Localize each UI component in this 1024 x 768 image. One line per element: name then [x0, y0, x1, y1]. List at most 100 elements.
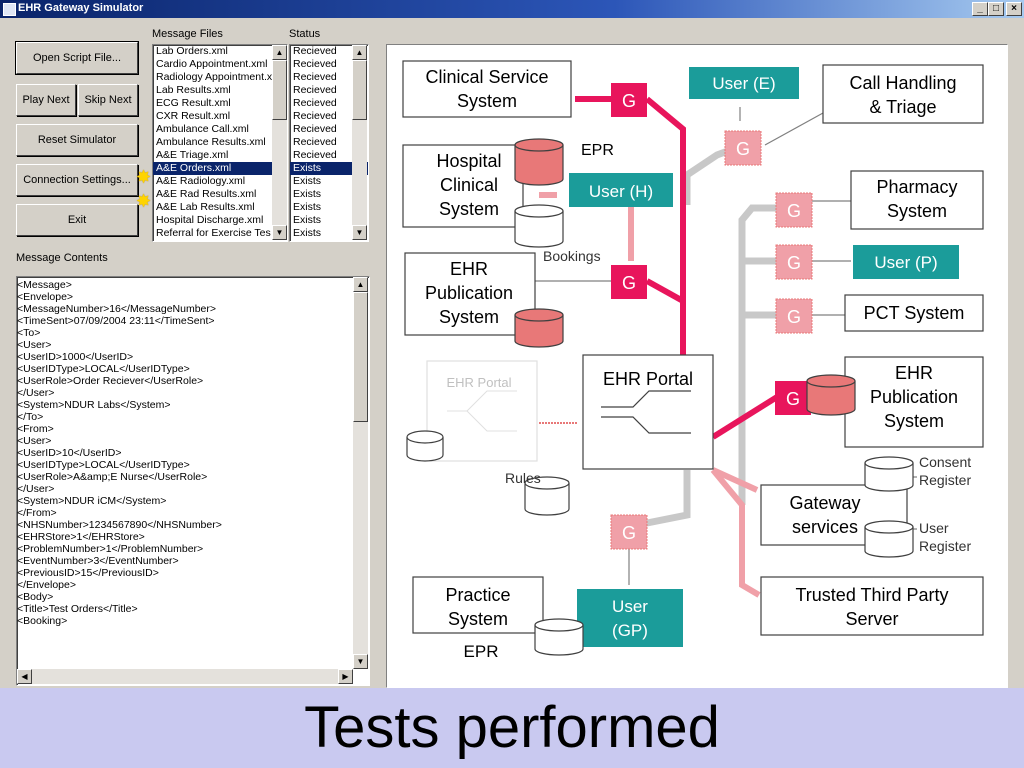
status-item[interactable]: Recieved [293, 84, 337, 96]
scroll-thumb[interactable] [353, 292, 368, 422]
open-script-button[interactable]: Open Script File... [15, 41, 139, 75]
message-file-item[interactable]: Lab Orders.xml [156, 45, 228, 57]
user-h-label: User (H) [589, 182, 653, 201]
status-item[interactable]: Exists [293, 227, 322, 239]
call-handling-label: Call Handling [849, 73, 956, 93]
hospital-clinical-box [402, 144, 524, 228]
xml-line: </From> [17, 507, 57, 519]
status-item[interactable]: Recieved [293, 136, 337, 148]
files-scrollbar[interactable]: ▲ ▼ [272, 45, 287, 240]
connector-thin [764, 112, 824, 146]
database-icon [524, 483, 570, 516]
status-item[interactable]: Recieved [293, 45, 337, 57]
message-contents-text[interactable]: <Message> <Envelope> <MessageNumber>16</… [17, 279, 351, 669]
xml-line: <Title>Test Orders</Title> [17, 603, 138, 615]
status-item[interactable]: Exists [293, 188, 322, 200]
scroll-down-icon[interactable]: ▼ [352, 225, 367, 240]
scroll-right-icon[interactable]: ▶ [338, 669, 353, 684]
connection-settings-button[interactable]: Connection Settings... [16, 164, 138, 196]
xml-line: <From> [17, 423, 54, 435]
message-file-item[interactable]: A&E Rad Results.xml [156, 188, 257, 200]
ehr-publication-label: Publication [870, 387, 958, 407]
status-item[interactable]: Recieved [293, 149, 337, 161]
scroll-up-icon[interactable]: ▲ [272, 45, 287, 60]
maximize-button[interactable]: □ [988, 2, 1004, 16]
user-register-label: User [919, 520, 949, 536]
scroll-thumb[interactable] [352, 60, 367, 120]
user-e-box [689, 67, 799, 99]
ehr-portal-ghost-label: EHR Portal [446, 375, 511, 390]
scroll-thumb[interactable] [272, 60, 287, 120]
message-file-item[interactable]: Radiology Appointment.x [156, 71, 273, 83]
message-file-item[interactable]: A&E Lab Results.xml [156, 201, 255, 213]
database-icon [514, 315, 564, 348]
message-file-item[interactable]: A&E Triage.xml [156, 149, 229, 161]
message-file-item[interactable]: A&E Radiology.xml [156, 175, 246, 187]
connector-light [711, 467, 759, 493]
message-file-item[interactable]: Ambulance Call.xml [156, 123, 249, 135]
message-file-item[interactable]: Cardio Appointment.xml [156, 58, 268, 70]
pharmacy-box [850, 170, 984, 230]
scroll-up-icon[interactable]: ▲ [352, 45, 367, 60]
status-item[interactable]: Recieved [293, 97, 337, 109]
status-item[interactable]: Exists [293, 175, 322, 187]
close-button[interactable]: × [1006, 2, 1022, 16]
gateway-label: G [787, 201, 801, 221]
minimize-button[interactable]: _ [972, 2, 988, 16]
status-item[interactable]: Recieved [293, 58, 337, 70]
ghost-crossover [447, 390, 517, 432]
contents-hscrollbar[interactable]: ◀ ▶ [17, 669, 353, 684]
gateway-services-label: services [792, 517, 858, 537]
play-next-button[interactable]: Play Next [16, 84, 76, 116]
database-top [864, 456, 914, 470]
message-contents-box[interactable]: <Message> <Envelope> <MessageNumber>16</… [16, 276, 370, 686]
database-icon [514, 211, 564, 248]
status-item[interactable]: Exists [293, 214, 322, 226]
xml-line: </Envelope> [17, 579, 76, 591]
ehr-portal-label: EHR Portal [603, 369, 693, 389]
xml-line: <System>NDUR iCM</System> [17, 495, 167, 507]
database-icon [406, 437, 444, 462]
database-top [534, 618, 584, 632]
xml-line: <ProblemNumber>1</ProblemNumber> [17, 543, 204, 555]
exit-button[interactable]: Exit [16, 204, 138, 236]
starburst-icon: ✸ [136, 167, 152, 187]
scroll-down-icon[interactable]: ▼ [272, 225, 287, 240]
slide-footer: Tests performed [0, 688, 1024, 768]
status-item[interactable]: Recieved [293, 71, 337, 83]
scroll-up-icon[interactable]: ▲ [353, 277, 368, 292]
pct-box [844, 294, 984, 332]
message-file-item[interactable]: CXR Result.xml [156, 110, 231, 122]
skip-next-button[interactable]: Skip Next [78, 84, 138, 116]
status-item[interactable]: Exists [290, 162, 368, 175]
xml-line: <UserRole>Order Reciever</UserRole> [17, 375, 204, 387]
xml-line: <UserIDType>LOCAL</UserIDType> [17, 459, 190, 471]
database-top [514, 204, 564, 218]
message-file-item[interactable]: Ambulance Results.xml [156, 136, 266, 148]
database-icon [864, 527, 914, 558]
reset-simulator-button[interactable]: Reset Simulator [16, 124, 138, 156]
scroll-down-icon[interactable]: ▼ [353, 654, 368, 669]
clinical-service-label: System [457, 91, 517, 111]
scroll-left-icon[interactable]: ◀ [17, 669, 32, 684]
xml-line: </To> [17, 411, 44, 423]
message-file-item[interactable]: Lab Results.xml [156, 84, 231, 96]
status-item[interactable]: Recieved [293, 110, 337, 122]
message-file-item[interactable]: ECG Result.xml [156, 97, 231, 109]
message-file-item[interactable]: Hospital Discharge.xml [156, 214, 264, 226]
message-file-item[interactable]: Referral for Exercise Tes [156, 227, 271, 239]
connector-pink [645, 278, 685, 304]
connector-gray [738, 204, 776, 505]
xml-line: <UserID>1000</UserID> [17, 351, 134, 363]
contents-vscrollbar[interactable]: ▲ ▼ [353, 277, 368, 669]
epr-label: EPR [464, 642, 499, 661]
status-item[interactable]: Exists [293, 201, 322, 213]
status-item[interactable]: Recieved [293, 123, 337, 135]
connector-pink [711, 394, 779, 440]
user-h-box [569, 173, 673, 207]
gateway-box [611, 265, 647, 299]
status-scrollbar[interactable]: ▲ ▼ [352, 45, 367, 240]
message-file-item[interactable]: A&E Orders.xml [153, 162, 287, 175]
